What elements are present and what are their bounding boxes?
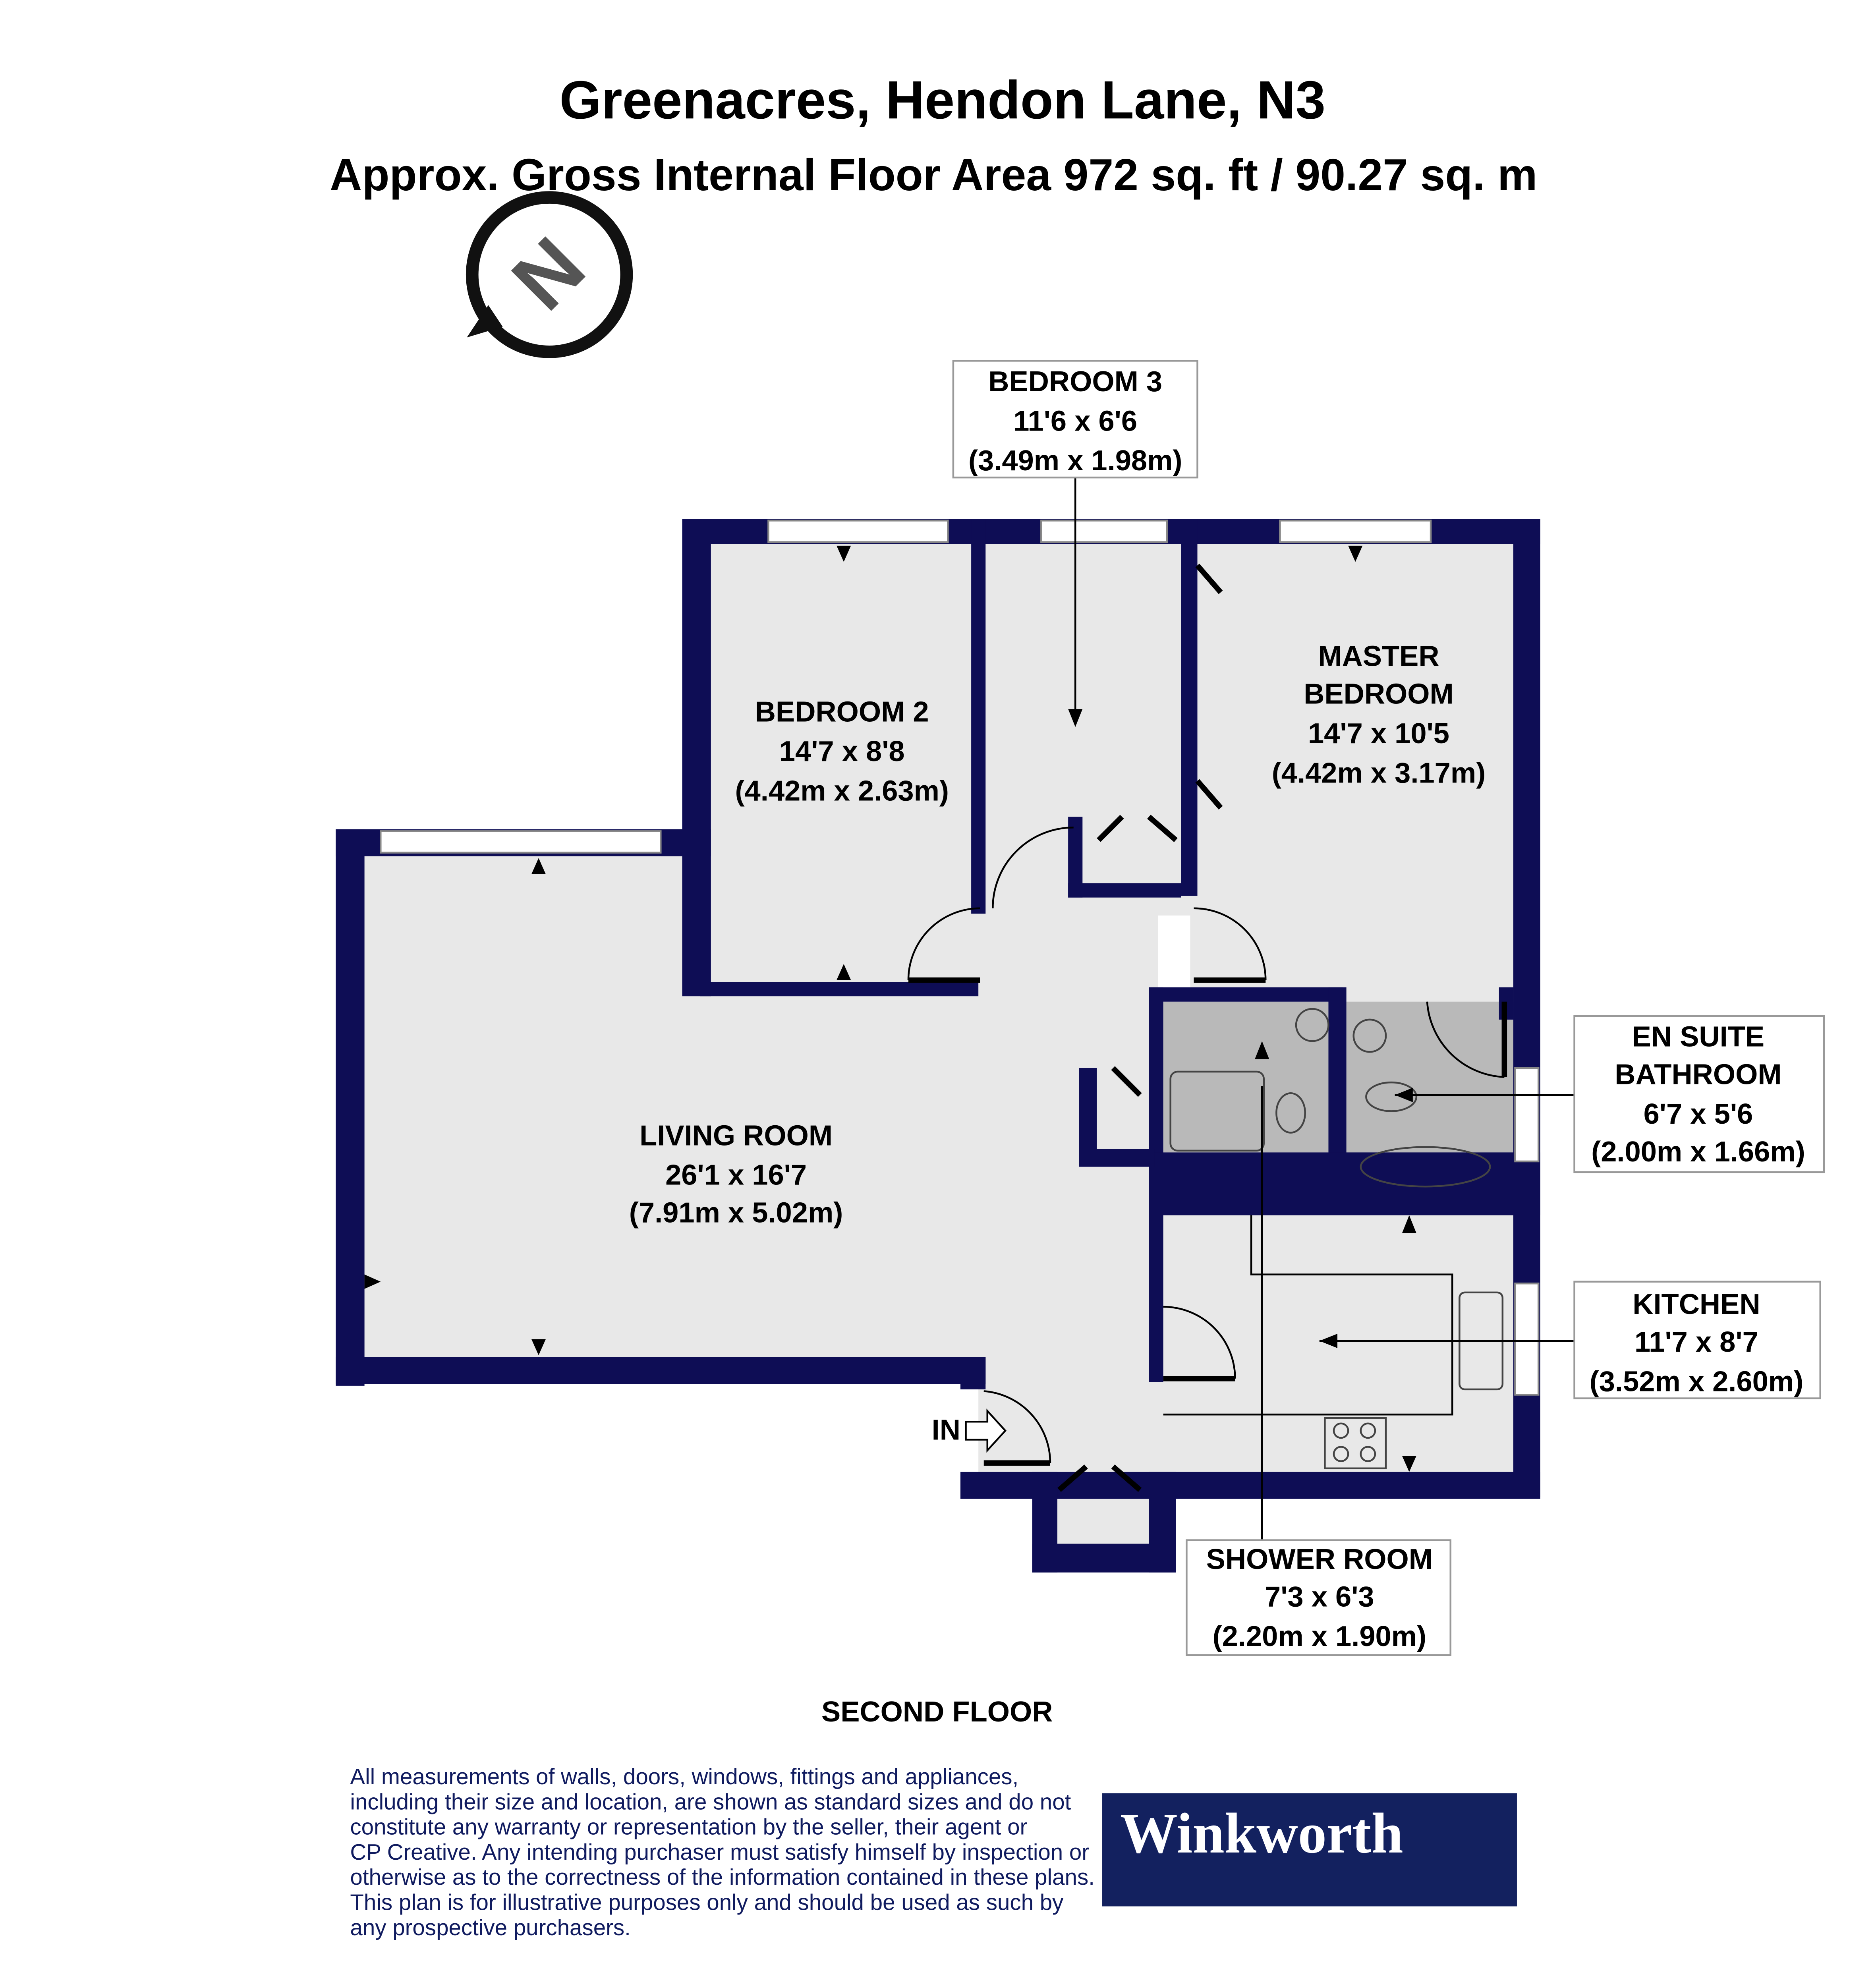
svg-text:14'7 x 8'8: 14'7 x 8'8 xyxy=(779,736,905,767)
svg-text:BEDROOM 2: BEDROOM 2 xyxy=(755,696,929,728)
room-label-en-suite: EN SUITE BATHROOM 6'7 x 5'6 (2.00m x 1.6… xyxy=(1573,1015,1825,1173)
svg-text:IN: IN xyxy=(932,1414,960,1446)
svg-text:CP Creative. Any intending pur: CP Creative. Any intending purchaser mus… xyxy=(350,1839,1089,1864)
room-label-living-room: LIVING ROOM 26'1 x 16'7 (7.91m x 5.02m) xyxy=(629,1120,843,1229)
winkworth-logo: Winkworth xyxy=(1102,1793,1517,1907)
svg-text:including their size and locat: including their size and location, are s… xyxy=(350,1789,1071,1814)
floor-label: SECOND FLOOR xyxy=(821,1696,1053,1728)
page-subtitle: Approx. Gross Internal Floor Area 972 sq… xyxy=(330,150,1538,200)
svg-text:otherwise as to the correctnes: otherwise as to the correctness of the i… xyxy=(350,1864,1094,1889)
svg-text:BATHROOM: BATHROOM xyxy=(1615,1059,1781,1091)
svg-text:(2.00m x 1.66m): (2.00m x 1.66m) xyxy=(1591,1136,1805,1168)
svg-text:any prospective purchasers.: any prospective purchasers. xyxy=(350,1915,630,1940)
svg-text:BEDROOM: BEDROOM xyxy=(1304,678,1454,710)
svg-text:(2.20m x 1.90m): (2.20m x 1.90m) xyxy=(1213,1621,1427,1652)
svg-text:26'1 x 16'7: 26'1 x 16'7 xyxy=(665,1159,807,1191)
svg-text:7'3 x 6'3: 7'3 x 6'3 xyxy=(1265,1581,1374,1613)
room-label-master-bedroom: MASTER BEDROOM 14'7 x 10'5 (4.42m x 3.17… xyxy=(1272,641,1486,789)
svg-text:SHOWER ROOM: SHOWER ROOM xyxy=(1206,1544,1433,1575)
svg-text:6'7 x 5'6: 6'7 x 5'6 xyxy=(1644,1098,1753,1130)
dimension-markers xyxy=(364,477,1575,1540)
north-arrow-icon: N xyxy=(466,191,633,358)
footer: All measurements of walls, doors, window… xyxy=(350,1764,1517,1940)
windows xyxy=(380,520,1540,1396)
svg-text:(3.49m x 1.98m): (3.49m x 1.98m) xyxy=(968,445,1182,477)
svg-text:(7.91m x 5.02m): (7.91m x 5.02m) xyxy=(629,1197,843,1229)
svg-text:(4.42m x 3.17m): (4.42m x 3.17m) xyxy=(1272,757,1486,789)
svg-text:(4.42m x 2.63m): (4.42m x 2.63m) xyxy=(735,775,949,807)
room-label-bedroom-2: BEDROOM 2 14'7 x 8'8 (4.42m x 2.63m) xyxy=(735,696,949,807)
svg-text:BEDROOM 3: BEDROOM 3 xyxy=(988,366,1162,398)
plan-area: N xyxy=(336,191,1825,1728)
svg-text:All measurements of walls, doo: All measurements of walls, doors, window… xyxy=(350,1764,1018,1789)
svg-text:This plan is for illustrative: This plan is for illustrative purposes o… xyxy=(350,1889,1064,1915)
room-label-bedroom-3: BEDROOM 3 11'6 x 6'6 (3.49m x 1.98m) xyxy=(952,360,1198,479)
svg-text:(3.52m x 2.60m): (3.52m x 2.60m) xyxy=(1590,1366,1804,1397)
svg-text:EN SUITE: EN SUITE xyxy=(1632,1021,1764,1053)
disclaimer: All measurements of walls, doors, window… xyxy=(350,1764,1094,1940)
doors xyxy=(907,564,1507,1492)
svg-text:MASTER: MASTER xyxy=(1318,641,1439,672)
svg-text:LIVING ROOM: LIVING ROOM xyxy=(640,1120,833,1151)
svg-text:11'6 x 6'6: 11'6 x 6'6 xyxy=(1013,406,1137,437)
svg-text:Winkworth: Winkworth xyxy=(1120,1802,1403,1865)
svg-text:14'7 x 10'5: 14'7 x 10'5 xyxy=(1308,718,1449,750)
svg-text:N: N xyxy=(495,220,602,327)
svg-text:constitute any warranty or rep: constitute any warranty or representatio… xyxy=(350,1814,1027,1839)
entrance-marker: IN xyxy=(932,1408,1007,1453)
page-title: Greenacres, Hendon Lane, N3 xyxy=(559,70,1325,130)
svg-text:11'7 x 8'7: 11'7 x 8'7 xyxy=(1634,1326,1758,1358)
svg-text:KITCHEN: KITCHEN xyxy=(1633,1289,1760,1320)
room-label-shower-room: SHOWER ROOM 7'3 x 6'3 (2.20m x 1.90m) xyxy=(1186,1539,1452,1656)
room-label-kitchen: KITCHEN 11'7 x 8'7 (3.52m x 2.60m) xyxy=(1573,1281,1821,1399)
